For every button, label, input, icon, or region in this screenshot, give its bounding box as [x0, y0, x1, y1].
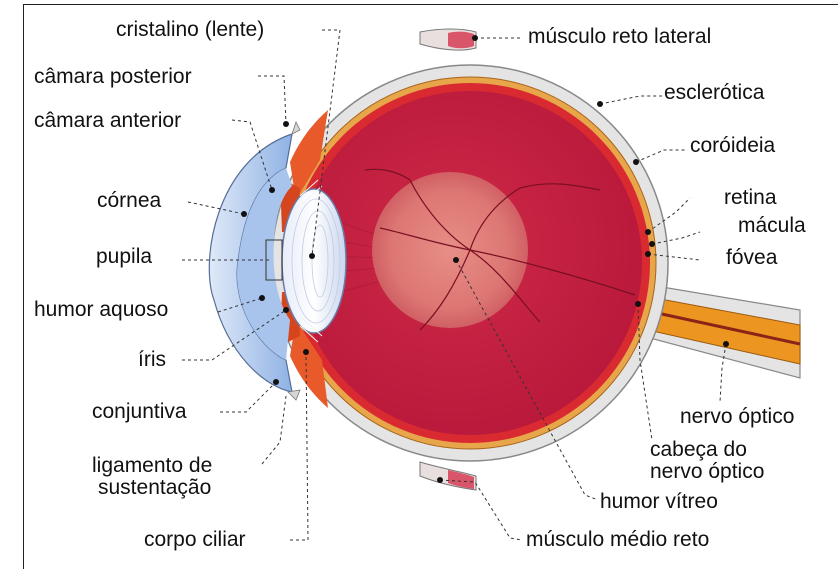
label-macula: mácula	[738, 215, 806, 237]
conjunctiva-upper	[292, 122, 300, 134]
label-camara-anterior: câmara anterior	[34, 110, 181, 132]
label-nervo-optico: nervo óptico	[680, 406, 794, 428]
label-ligamento-line1: ligamento de	[92, 455, 212, 477]
label-cornea: córnea	[97, 190, 161, 212]
label-cristalino: cristalino (lente)	[116, 19, 264, 41]
label-pupila: pupila	[96, 246, 152, 268]
label-camara-posterior: câmara posterior	[34, 66, 192, 88]
label-iris: íris	[138, 349, 166, 371]
label-humor-aquoso: humor aquoso	[34, 299, 168, 321]
label-musculo-medio-reto: músculo médio reto	[526, 529, 709, 551]
conjunctiva-lower	[288, 390, 300, 400]
macula-glow	[372, 172, 528, 328]
label-humor-vitreo: humor vítreo	[600, 491, 718, 513]
label-retina: retina	[724, 187, 777, 209]
label-fovea: fóvea	[726, 247, 777, 269]
medial-rectus-muscle	[420, 462, 476, 490]
label-cabeca-line2: nervo óptico	[650, 461, 764, 483]
label-musculo-reto-lateral: músculo reto lateral	[528, 26, 711, 48]
label-cabeca-line1: cabeça do	[650, 439, 747, 461]
label-conjuntiva: conjuntiva	[92, 401, 187, 423]
label-corpo-ciliar: corpo ciliar	[144, 529, 246, 551]
label-coroideia: coróideia	[690, 135, 775, 157]
lateral-rectus-muscle	[420, 29, 476, 50]
label-ligamento-line2: sustentação	[98, 477, 211, 499]
label-esclerotica: esclerótica	[664, 82, 764, 104]
